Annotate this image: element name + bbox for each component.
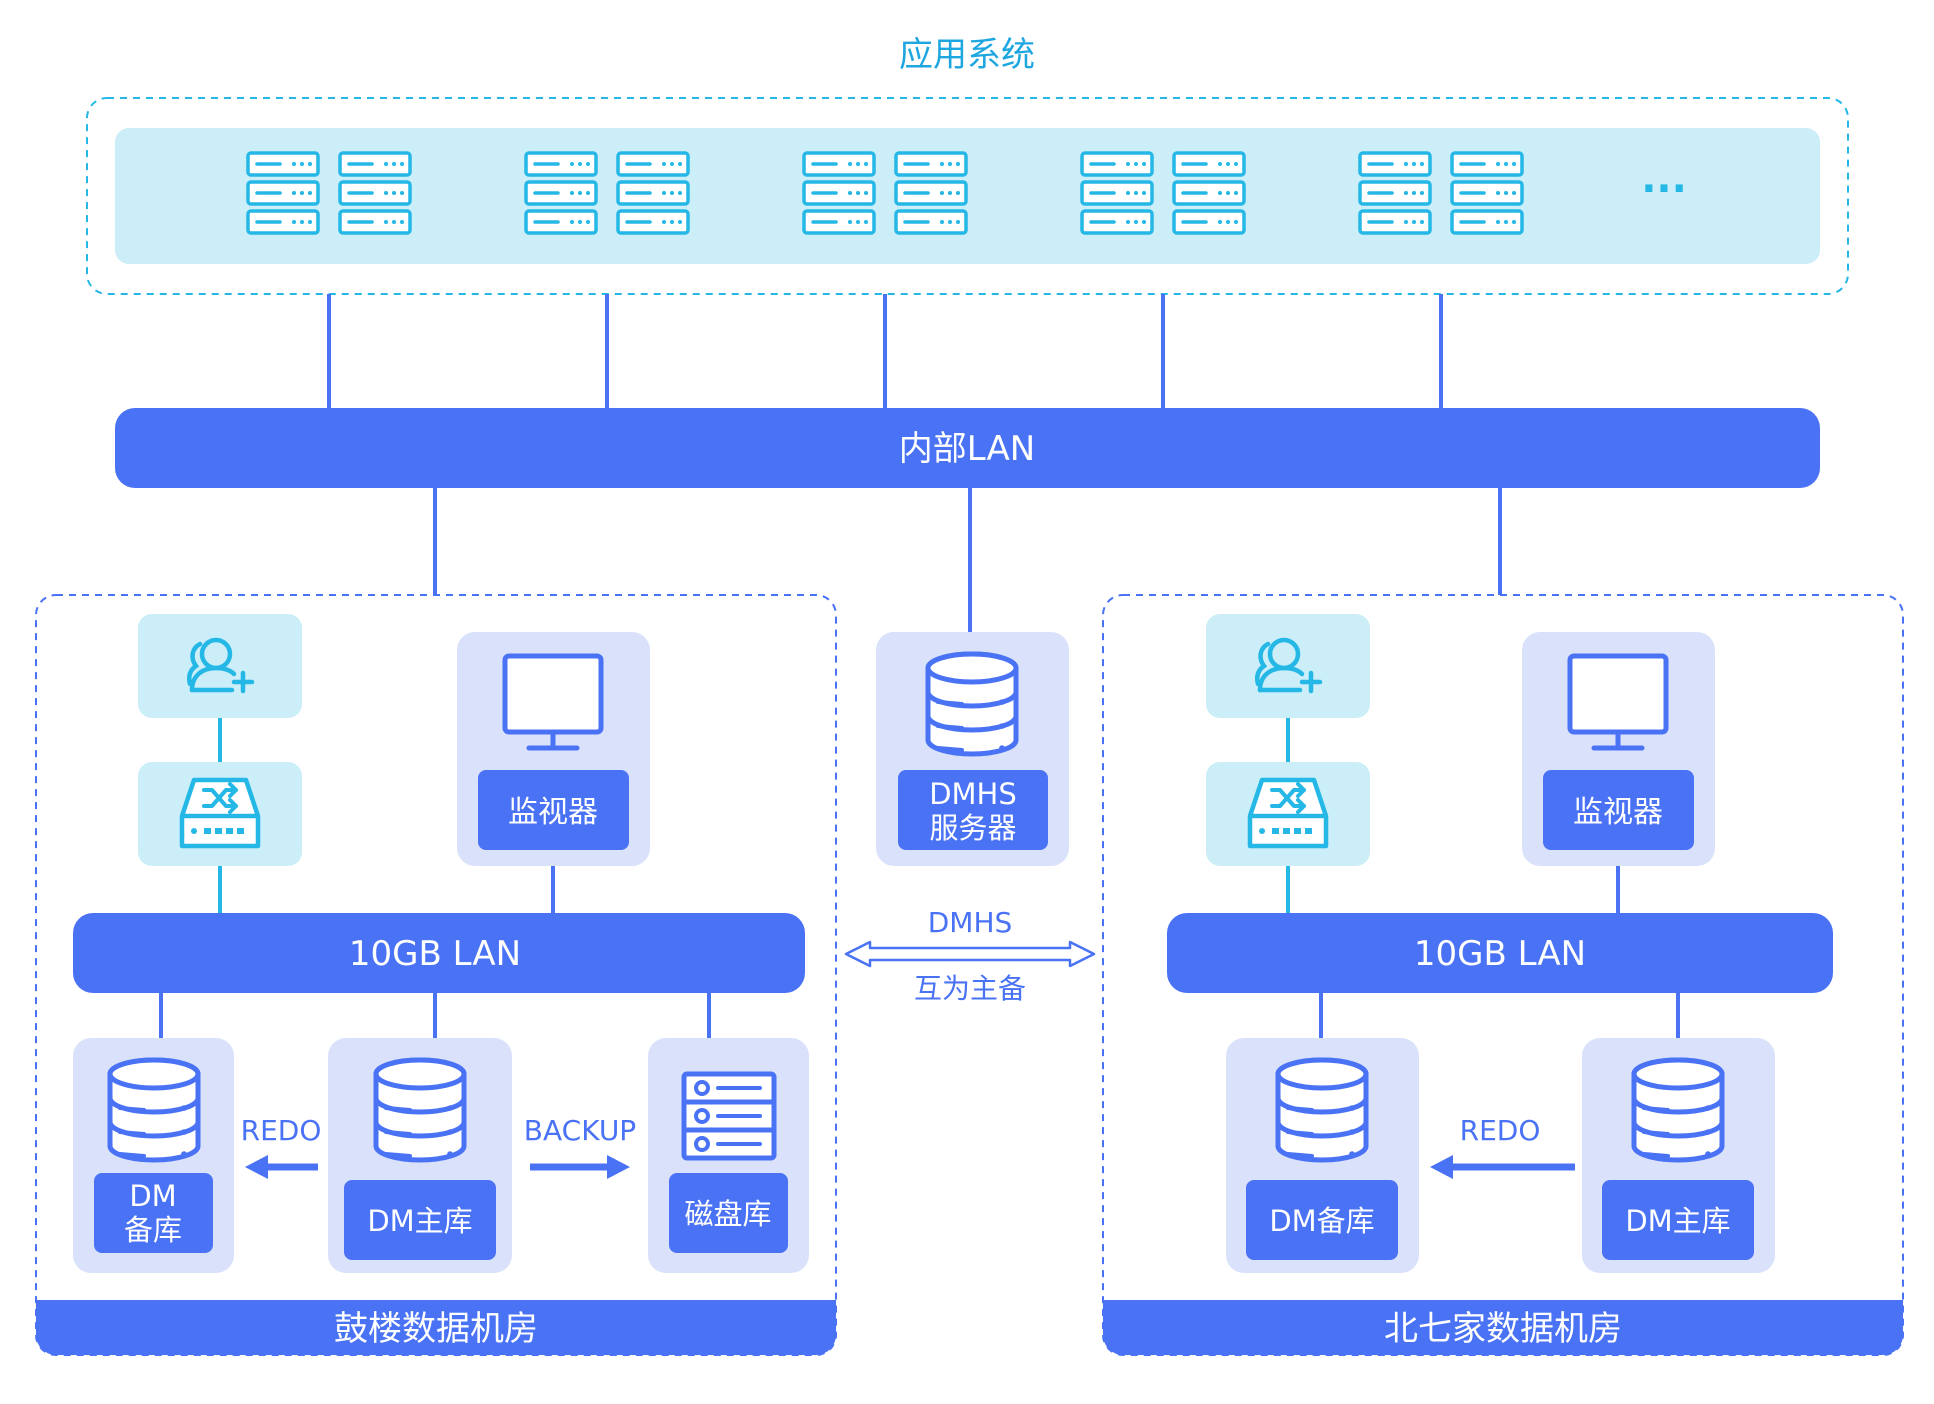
arrow-left-icon — [1430, 1155, 1575, 1179]
left-dm-backup-label-box — [94, 1173, 213, 1253]
dmhs-server-label-line2: 服务器 — [929, 811, 1016, 845]
internal-lan-bar[interactable] — [115, 408, 1820, 488]
server-rack-icon — [1172, 151, 1246, 235]
database-icon — [1634, 1060, 1722, 1160]
database-icon — [1278, 1060, 1366, 1160]
left-dm-primary-label: DM主库 — [367, 1204, 472, 1238]
right-lan-down-connectors — [1319, 993, 1680, 1038]
server-rack-icon — [1358, 151, 1432, 235]
app-server-ellipsis: ··· — [1641, 166, 1687, 212]
app-system-title: 应用系统 — [899, 35, 1035, 75]
left-10gb-lan-label: 10GB LAN — [349, 934, 521, 974]
server-rack-icon — [246, 151, 320, 235]
right-room-name: 北七家数据机房 — [1384, 1309, 1622, 1349]
right-room-footer — [1103, 1300, 1903, 1355]
right-10gb-lan-bar[interactable] — [1167, 913, 1833, 993]
right-10gb-lan-label: 10GB LAN — [1414, 934, 1586, 974]
right-room-boundary — [1102, 594, 1904, 1356]
arrow-right-icon — [530, 1155, 630, 1179]
left-room-footer — [36, 1300, 836, 1355]
monitor-icon — [505, 656, 601, 748]
dmhs-server-label-box — [898, 770, 1048, 850]
left-monitor-label: 监视器 — [508, 795, 598, 830]
dmhs-server-label-line1: DMHS — [929, 777, 1017, 811]
lan-to-rooms-connectors — [433, 488, 1502, 632]
left-room-name: 鼓楼数据机房 — [334, 1309, 538, 1349]
database-icon — [110, 1060, 198, 1160]
left-monitor-label-box — [478, 770, 629, 850]
left-redo-label: REDO — [241, 1114, 322, 1147]
left-lan-down-connectors — [159, 993, 711, 1038]
switch-icon — [182, 780, 258, 846]
disk-array-icon — [684, 1074, 774, 1158]
database-icon — [928, 654, 1016, 754]
internal-lan-label: 内部LAN — [899, 429, 1035, 469]
server-rack-icon — [802, 151, 876, 235]
right-dm-backup-label: DM备库 — [1269, 1204, 1374, 1238]
right-monitor-label: 监视器 — [1573, 795, 1663, 830]
right-redo-label: REDO — [1460, 1114, 1541, 1147]
left-dm-primary-label-box — [344, 1180, 496, 1260]
server-rack-icon — [338, 151, 412, 235]
left-dm-backup-label-line2: 备库 — [124, 1213, 182, 1247]
left-10gb-lan-bar[interactable] — [73, 913, 805, 993]
right-dm-primary-label: DM主库 — [1625, 1204, 1730, 1238]
app-to-lan-connectors — [327, 294, 1443, 408]
dmhs-mutual-label: 互为主备 — [914, 972, 1026, 1005]
arrow-left-icon — [245, 1155, 318, 1179]
server-rack-icon — [1080, 151, 1154, 235]
switch-icon — [1250, 780, 1326, 846]
left-dm-backup-label-line1: DM — [129, 1179, 176, 1213]
server-rack-icon — [894, 151, 968, 235]
disk-library-label: 磁盘库 — [684, 1197, 771, 1231]
right-dm-primary-label-box — [1602, 1180, 1754, 1260]
double-arrow-icon — [844, 940, 1096, 968]
right-monitor-label-box — [1543, 770, 1694, 850]
backup-label: BACKUP — [524, 1114, 636, 1147]
monitor-icon — [1570, 656, 1666, 748]
server-rack-icon — [1450, 151, 1524, 235]
app-system-boundary — [86, 97, 1849, 295]
right-dm-backup-label-box — [1246, 1180, 1398, 1260]
server-rack-icon — [616, 151, 690, 235]
dmhs-link-label: DMHS — [928, 906, 1013, 939]
left-room-boundary — [35, 594, 837, 1356]
disk-library-label-box — [669, 1173, 788, 1253]
server-rack-icon — [524, 151, 598, 235]
database-icon — [376, 1060, 464, 1160]
